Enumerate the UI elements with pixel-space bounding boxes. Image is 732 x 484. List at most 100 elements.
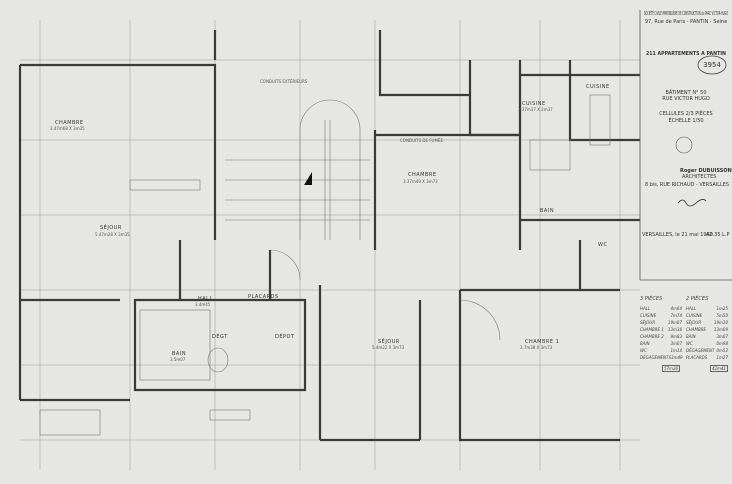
area-row: CHAMBRE 13m09 <box>686 326 732 333</box>
signature <box>677 199 707 207</box>
room-label-sejour-left: SÉJOUR <box>100 223 122 231</box>
room-dim-bain: 3.5m07 <box>170 357 186 362</box>
project-title: 211 APPARTEMENTS A PANTIN <box>646 51 726 57</box>
area-value: 3m07 <box>670 341 682 346</box>
area-row: WC 1m14 <box>640 347 686 354</box>
title-block: SOCIÉTÉ CIVILE IMMOBILIÈRE DE CONSTRUCTI… <box>639 9 732 281</box>
area-value: 19m07 <box>667 320 682 325</box>
area-room: DÉGAGEMENT <box>686 348 715 353</box>
building-number: BÂTIMENT N° 50 <box>665 89 706 96</box>
area-room: HALL <box>686 306 697 311</box>
fixtures <box>39 94 611 436</box>
architect-address: 8 bis, RUE RICHAUD - VERSAILLES <box>645 182 729 188</box>
area-value: 13m38 <box>667 327 682 332</box>
area-row: PLACARDS 1m27 <box>686 354 732 361</box>
stair <box>225 99 370 240</box>
area-row: SÉJOUR 19m10 <box>686 319 732 326</box>
area-room: WC <box>686 341 693 346</box>
total: 42m41 <box>710 365 728 372</box>
room-dim-sejour-left: 5.47m28 X 3m35 <box>95 232 130 237</box>
area-value: 0m98 <box>716 341 728 346</box>
architect-title: ARCHITECTES <box>682 174 716 180</box>
area-value: 1m25 <box>716 306 728 311</box>
area-value: 13m09 <box>713 327 728 332</box>
cells-label: CELLULES 2/3 PIÈCES <box>659 109 712 117</box>
area-row: SÉJOUR 19m07 <box>640 319 686 326</box>
area-row: CUISINE 5m50 <box>686 312 732 319</box>
area-value: 7m74 <box>670 313 682 318</box>
room-label-chambre-center: CHAMBRE <box>408 172 437 178</box>
heading: 2 PIÈCES <box>686 296 709 302</box>
area-room: CUISINE <box>640 313 657 318</box>
room-label-depot: DÉPOT <box>275 332 295 340</box>
drawing-date: VERSAILLES, le 21 mai 1960 <box>642 232 713 238</box>
area-value: 5m50 <box>716 313 728 318</box>
area-room: BAIN <box>686 334 696 339</box>
area-row: BAIN 3m07 <box>686 333 732 340</box>
area-row: BAIN 3m07 <box>640 340 686 347</box>
stamp <box>697 55 727 75</box>
area-value: 4m64 <box>670 306 682 311</box>
north-compass-icon <box>675 136 693 154</box>
company-address: 97, Rue de Paris - PANTIN - Seine <box>645 19 727 25</box>
area-value: 19m10 <box>713 320 728 325</box>
room-label-placards: PLACARDS <box>248 294 279 300</box>
area-room: BAIN <box>640 341 650 346</box>
drawing-reference: A2.35.L.P <box>706 232 730 238</box>
room-dim-hall: 3.4m45 <box>195 302 211 307</box>
area-room: DÉGAGEMENTS <box>640 355 672 360</box>
area-row: HALL 4m64 <box>640 305 686 312</box>
area-room: WC <box>640 348 647 353</box>
room-label-wc: WC <box>598 242 607 248</box>
area-room: CHAMBRE 1 <box>640 327 664 332</box>
area-room: SÉJOUR <box>686 320 702 325</box>
room-label-hall: HALL <box>198 296 213 302</box>
room-label-sejour-center: SÉJOUR <box>378 337 400 345</box>
room-label-degt: DÉGT <box>212 332 228 340</box>
area-value: 9m83 <box>670 334 682 339</box>
room-dim-sejour-center: 5.4m22 X 3m73 <box>372 345 405 350</box>
room-dim-chambre-left: 3.47m68 X 3m35 <box>50 126 85 131</box>
heading: 3 PIÈCES <box>640 296 663 302</box>
area-row: CUISINE 7m74 <box>640 312 686 319</box>
room-label-chambre-1: CHAMBRE 1 <box>525 339 559 345</box>
room-dim-cuisine-center: 3.37m37 X 2m37 <box>518 107 553 112</box>
room-dim-chambre-1: 3.7m38 X 3m73 <box>520 345 553 350</box>
stamp-number: 3954 <box>703 61 721 69</box>
area-room: CUISINE <box>686 313 703 318</box>
room-label-cuisine-right: CUISINE <box>586 84 610 90</box>
north-arrow-icon <box>304 172 312 185</box>
street-name: RUE VICTOR HUGO <box>662 96 710 102</box>
area-room: SÉJOUR <box>640 320 656 325</box>
total: 57m36 <box>662 365 680 372</box>
scale-label: ÉCHELLE 1/50 <box>668 116 703 124</box>
room-label-bain: BAIN <box>172 351 186 357</box>
company-name: SOCIÉTÉ CIVILE IMMOBILIÈRE DE CONSTRUCTI… <box>644 9 728 17</box>
architect-name: Roger DUBUISSON <box>680 168 732 174</box>
area-room: CHAMBRE <box>686 327 707 332</box>
area-room: HALL <box>640 306 651 311</box>
note-top: CONDUITS EXTÉRIEURS <box>260 79 308 84</box>
area-row: CHAMBRE 2 9m83 <box>640 333 686 340</box>
note-shaft: CONDUITS DE FUMÉE <box>400 138 443 143</box>
area-room: PLACARDS <box>686 355 708 360</box>
area-row: HALL 1m25 <box>686 305 732 312</box>
area-room: CHAMBRE 2 <box>640 334 664 339</box>
room-dim-chambre-center: 3.37m49 X 3m73 <box>403 179 438 184</box>
area-value: 1m27 <box>716 355 728 360</box>
area-value: 1m14 <box>670 348 682 353</box>
room-label-chambre-left: CHAMBRE <box>55 120 84 126</box>
area-value: 3m49 <box>671 355 683 360</box>
area-value: 3m07 <box>716 334 728 339</box>
room-label-cuisine-center: CUISINE <box>522 101 546 107</box>
area-value: 0m52 <box>716 348 728 353</box>
room-label-bain-right: BAIN <box>540 208 554 214</box>
